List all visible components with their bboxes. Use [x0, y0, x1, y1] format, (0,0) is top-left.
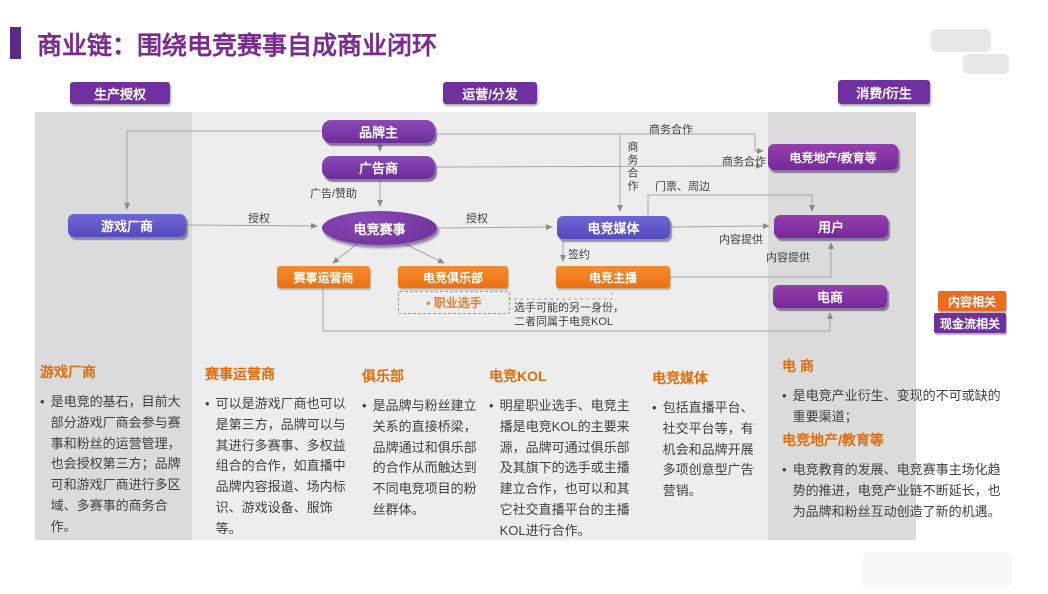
node-event-operator: 赛事运营商: [277, 266, 370, 288]
desc-club-text: 是品牌与粉丝建立关系的直接桥梁，品牌通过和俱乐部的合作从而触达到不同电竞项目的粉…: [372, 398, 477, 517]
wire-event-club: [402, 242, 445, 264]
bullet-icon: •: [782, 462, 787, 477]
desc-esports-kol-text: 明星职业选手、电竞主播是电竞KOL的主要来源，品牌可通过俱乐部及其旗下的选手或主…: [499, 398, 630, 538]
desc-estate-education-text: 电竞教育的发展、电竞赛事主场化趋势的推进，电竞产业链不断延长，也为品牌和粉丝互动…: [792, 462, 1001, 519]
desc-ecommerce-text: 是电竞产业衍生、变现的不可或缺的重要渠道；: [792, 388, 1001, 424]
desc-game-maker: 游戏厂商 • 是电竞的基石，目前大部分游戏厂商会参与赛事和粉丝的运营管理，也会授权…: [40, 362, 188, 538]
node-game-maker: 游戏厂商: [68, 214, 186, 237]
wire-event-operator: [332, 242, 359, 264]
desc-event-operator-text: 可以是游戏厂商也可以是第三方，品牌可以与其进行多赛事、多权益组合的合作，如直播中…: [215, 396, 346, 536]
player-kol-note-line1: 选手可能的另一身份，: [514, 302, 624, 314]
bullet-icon: •: [205, 396, 210, 411]
node-brand-owner: 品牌主: [322, 120, 435, 143]
wire-advertiser-estate: [436, 163, 763, 170]
panel-operation: [192, 112, 768, 540]
bullet-icon: •: [782, 388, 787, 403]
legend-content-related: 内容相关: [938, 291, 1006, 311]
wire-operator-ecommerce: [322, 289, 833, 332]
edge-label-content-2: 内容提供: [766, 252, 810, 264]
desc-estate-education-header: 电竞地产/教育等: [782, 432, 884, 448]
edge-label-ads-sponsor: 广告/赞助: [310, 188, 358, 200]
node-esports-event: 电竞赛事: [322, 211, 437, 245]
desc-esports-kol: 电竞KOL • 明星职业选手、电竞主播是电竞KOL的主要来源，品牌可通过俱乐部及其…: [489, 366, 637, 542]
desc-esports-kol-header: 电竞KOL: [489, 368, 547, 384]
edge-label-tickets: 门票、周边: [655, 181, 710, 193]
bullet-icon: •: [489, 398, 494, 413]
page-title: 商业链：围绕电竞赛事自成商业闭环: [37, 32, 438, 60]
section-label-consumption: 消费/衍生: [838, 80, 930, 104]
node-esports-anchor: 电竞主播: [556, 266, 670, 288]
wire-gamemaker-event: [185, 222, 318, 229]
bullet-icon: •: [40, 394, 45, 409]
node-advertiser: 广告商: [322, 156, 435, 179]
desc-estate-education: 电竞地产/教育等 • 电竞教育的发展、电竞赛事主场化趋势的推进，电竞产业链不断延长…: [782, 430, 1002, 522]
node-esports-club: 电竞俱乐部: [398, 266, 508, 288]
wire-media-user: [669, 223, 770, 230]
node-ecommerce: 电商: [773, 285, 887, 308]
node-estate-education: 电竞地产/教育等: [768, 144, 898, 170]
watermark-bottom: [862, 552, 1012, 588]
node-pro-player: • 职业选手: [398, 291, 510, 314]
watermark-top: [931, 29, 991, 52]
wire-brand-estate: [437, 133, 764, 154]
wire-player-anchor-dashed: [508, 290, 613, 300]
desc-event-operator: 赛事运营商 • 可以是游戏厂商也可以是第三方，品牌可以与其进行多赛事、多权益组合的…: [205, 364, 348, 540]
desc-game-maker-header: 游戏厂商: [40, 364, 96, 380]
desc-ecommerce: 电 商 • 是电竞产业衍生、变现的不可或缺的重要渠道；: [782, 356, 1002, 428]
wire-tickets-user: [647, 194, 815, 215]
desc-esports-media-text: 包括直播平台、社交平台等，有机会和品牌开展多项创意型广告营销。: [662, 400, 754, 499]
wire-anchor-user: [670, 242, 834, 278]
edge-label-biz-vertical: 商务合作: [626, 141, 638, 193]
node-esports-media: 电竞媒体: [557, 216, 670, 239]
player-kol-note-line2: 二者同属于电竞KOL: [514, 316, 614, 329]
section-label-production: 生产授权: [70, 82, 170, 104]
desc-game-maker-text: 是电竞的基石，目前大部分游戏厂商会参与赛事和粉丝的运营管理，也会授权第三方；品牌…: [50, 394, 181, 534]
node-user: 用户: [774, 215, 888, 238]
edge-label-biz-mid: 商务合作: [722, 156, 766, 168]
desc-esports-media-header: 电竞媒体: [652, 370, 708, 386]
legend-cashflow-related: 现金流相关: [934, 313, 1006, 333]
desc-esports-media: 电竞媒体 • 包括直播平台、社交平台等，有机会和品牌开展多项创意型广告营销。: [652, 368, 764, 502]
desc-ecommerce-header: 电 商: [782, 358, 814, 374]
section-label-operation: 运营/分发: [443, 82, 537, 104]
player-kol-note: 选手可能的另一身份， 二者同属于电竞KOL: [514, 301, 624, 330]
edge-label-biz-top: 商务合作: [649, 124, 693, 136]
bullet-icon: •: [362, 398, 367, 413]
watermark-top-2: [963, 54, 1009, 74]
desc-event-operator-header: 赛事运营商: [205, 366, 275, 382]
panel-production: [35, 112, 192, 540]
bullet-icon: •: [652, 400, 657, 415]
desc-club: 俱乐部 • 是品牌与粉丝建立关系的直接桥梁，品牌通过和俱乐部的合作从而触达到不同电…: [362, 366, 482, 521]
desc-club-header: 俱乐部: [362, 368, 404, 384]
wire-event-media: [437, 224, 553, 231]
panel-consumption: [768, 112, 916, 540]
title-accent-bar: [10, 27, 21, 59]
edge-label-content-1: 内容提供: [719, 234, 763, 246]
edge-label-sign: 签约: [568, 249, 590, 261]
wire-brand-gamemaker: [124, 130, 322, 210]
edge-label-license-right: 授权: [466, 213, 488, 225]
edge-label-license-left: 授权: [248, 213, 270, 225]
